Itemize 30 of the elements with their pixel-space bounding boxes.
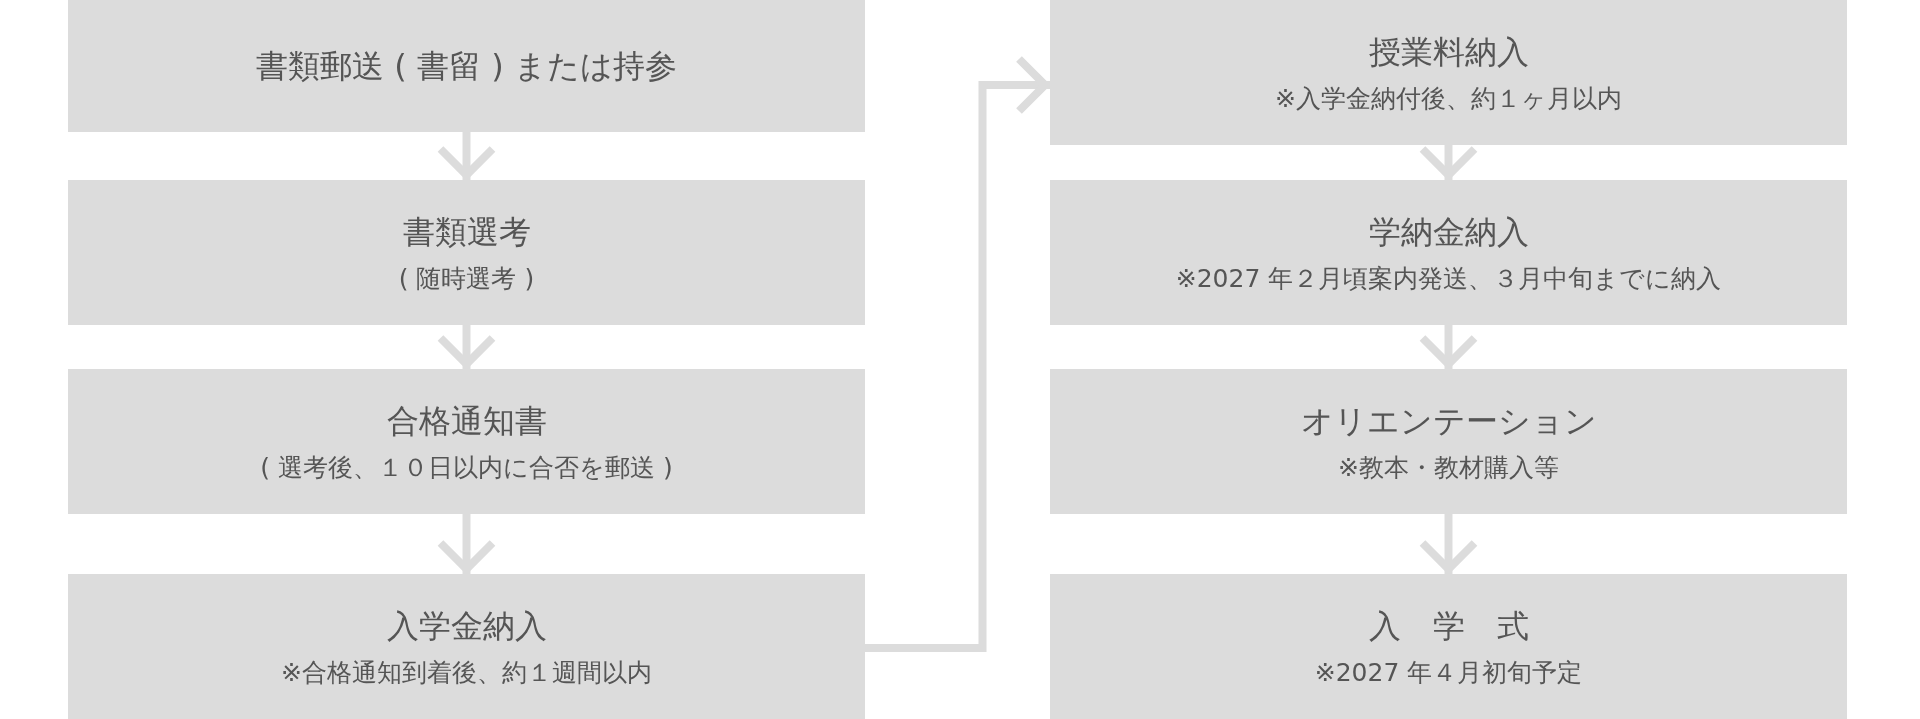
arrow	[1418, 514, 1479, 574]
step-box	[68, 180, 865, 325]
step-box	[1050, 0, 1847, 145]
step-note: ※合格通知到着後、約１週間以内	[281, 656, 652, 689]
arrow	[1418, 145, 1479, 180]
step-box	[1050, 180, 1847, 325]
step-title: 授業料納入	[1368, 31, 1529, 73]
step-note: ( 選考後、１０日以内に合否を郵送 )	[260, 451, 673, 484]
step-title: オリエンテーション	[1300, 400, 1597, 442]
step-box	[68, 574, 865, 719]
arrow	[436, 132, 497, 180]
step-note: ( 随時選考 )	[398, 262, 535, 295]
step-note: ※2027 年４月初旬予定	[1314, 656, 1583, 689]
arrow	[436, 514, 497, 574]
step-box	[1050, 574, 1847, 719]
step-title: 書類郵送 ( 書留 ) または持参	[256, 46, 677, 87]
step-box	[68, 0, 865, 132]
step-title: 学納金納入	[1368, 211, 1529, 253]
step-title: 入学金納入	[386, 605, 547, 647]
step-title: 合格通知書	[386, 400, 547, 442]
arrow	[436, 325, 497, 369]
step-box	[68, 369, 865, 514]
arrow	[865, 55, 1050, 652]
step-box	[1050, 369, 1847, 514]
step-note: ※入学金納付後、約１ヶ月以内	[1275, 82, 1622, 115]
step-note: ※教本・教材購入等	[1338, 451, 1559, 484]
step-title: 入 学 式	[1368, 605, 1529, 647]
step-title: 書類選考	[402, 211, 531, 253]
step-note: ※2027 年２月頃案内発送、３月中旬までに納入	[1175, 262, 1722, 295]
arrow	[1418, 325, 1479, 369]
